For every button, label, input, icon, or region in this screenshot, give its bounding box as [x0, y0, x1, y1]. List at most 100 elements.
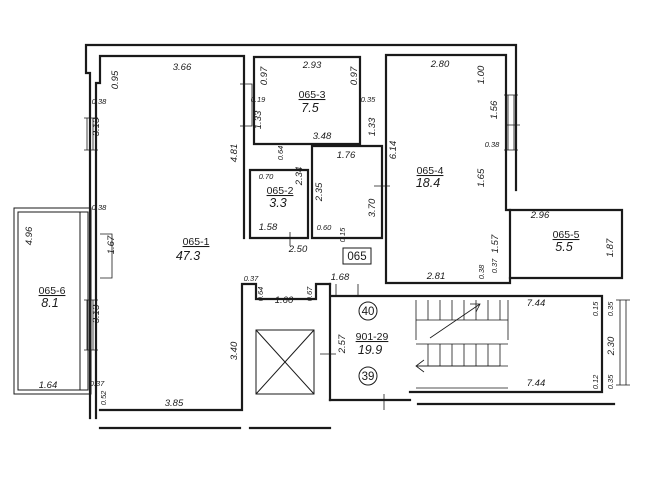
- room-065-2-wall: [248, 168, 310, 240]
- window-east-2: [616, 299, 630, 386]
- room-065-6-outline: [13, 207, 92, 395]
- dim-label: 2.96: [530, 210, 550, 221]
- dim-label: 0.67: [305, 286, 314, 301]
- dim-label: 3.13: [91, 117, 102, 136]
- dim-label: 2.57: [337, 334, 348, 354]
- dim-label: 0.38: [92, 97, 107, 106]
- dim-label: 1.76: [337, 150, 356, 161]
- room-065-4-id: 065-4: [417, 165, 444, 177]
- dim-label: 0.35: [606, 374, 615, 389]
- dim-label: 0.19: [251, 95, 266, 104]
- door-ticks: [289, 124, 520, 410]
- room-065-6-id: 065-6: [39, 285, 66, 297]
- room-065-3-area: 7.5: [301, 101, 318, 115]
- dim-label: 0.70: [259, 172, 274, 181]
- dim-label: 1.58: [259, 222, 278, 233]
- room-065-2-area: 3.3: [269, 196, 286, 210]
- outer-wall-north-inner: [94, 54, 246, 420]
- dim-label: 0.35: [606, 301, 615, 316]
- dim-label: 0.38: [92, 203, 107, 212]
- dim-label: 1.65: [476, 168, 487, 187]
- dim-label: 0.37: [244, 274, 259, 283]
- dim-label: 0.38: [477, 264, 486, 279]
- room-065-1-wall: [98, 282, 332, 412]
- dimensions-small: 0.38 0.38 0.37 0.37 0.19 0.35 0.70 0.60 …: [90, 95, 500, 388]
- dim-label: 1.00: [476, 65, 487, 84]
- dim-label: 1.68: [331, 272, 350, 283]
- dim-label: 1.56: [489, 100, 500, 119]
- outer-wall-north: [84, 43, 518, 420]
- dim-label: 3.13: [91, 304, 102, 323]
- room-065-5-area: 5.5: [555, 240, 572, 254]
- dim-label: 3.48: [313, 131, 332, 142]
- dim-label: 2.30: [606, 336, 617, 356]
- dim-label: 0.60: [317, 223, 332, 232]
- dim-label: 1.33: [253, 110, 264, 129]
- dim-label: 0.38: [485, 140, 500, 149]
- room-065-6-area: 8.1: [41, 296, 58, 310]
- windows: [84, 83, 630, 386]
- dim-label: 3.66: [173, 62, 192, 73]
- dim-label: 0.37: [90, 379, 105, 388]
- room-065-1-area: 47.3: [176, 249, 200, 263]
- dim-label: 2.34: [294, 167, 305, 187]
- dim-label: 3.40: [229, 341, 240, 360]
- apartment-number: 065: [347, 251, 366, 263]
- room-901-29-id: 901-29: [356, 331, 389, 343]
- dim-label: 2.50: [288, 244, 308, 255]
- window-east-1: [504, 94, 518, 151]
- room-065-1-id: 065-1: [183, 236, 210, 248]
- dim-label: 0.52: [99, 390, 108, 405]
- dim-label: 0.35: [361, 95, 376, 104]
- apartment-label: 065: [342, 247, 372, 265]
- mark-39: 39: [362, 371, 375, 383]
- dim-label: 2.35: [314, 182, 325, 202]
- dim-label: 7.44: [527, 378, 546, 389]
- dim-label: 1.57: [490, 234, 501, 253]
- dim-label: 0.15: [591, 301, 600, 316]
- lower-wall: [98, 398, 616, 430]
- room-901-29-wall: [328, 282, 604, 402]
- dim-label: 1.60: [275, 295, 294, 306]
- dim-label: 1.64: [39, 380, 58, 391]
- dim-label: 0.37: [490, 258, 499, 273]
- dim-label: 3.70: [367, 198, 378, 217]
- dim-label: 0.97: [259, 66, 270, 85]
- staircase: [415, 300, 509, 389]
- room-labels: 065-1 47.3 065-2 3.3 065-3 7.5 065-4 18.…: [39, 89, 580, 357]
- room-065-6-inner: [17, 211, 89, 391]
- room-901-29-area: 19.9: [358, 343, 382, 357]
- mark-40: 40: [362, 306, 375, 318]
- corridor-wall: [310, 144, 384, 240]
- shaft: [255, 329, 315, 395]
- dimensions-horizontal: 3.66 1.64 3.85 1.60 1.68 2.93 3.48 1.76 …: [39, 59, 550, 409]
- window-west-2: [84, 299, 98, 351]
- dim-label: 1.67: [106, 235, 117, 254]
- dim-label: 0.95: [110, 70, 121, 89]
- mark-circle-40: [358, 301, 378, 321]
- dim-label: 7.44: [527, 298, 546, 309]
- dim-label: 2.81: [426, 271, 446, 282]
- wall-recess-1: [240, 83, 253, 127]
- room-065-5-id: 065-5: [553, 229, 580, 241]
- dimensions-vertical: 0.95 3.13 1.67 4.96 3.13 3.40 4.81 0.97 …: [24, 65, 617, 360]
- room-065-3-id: 065-3: [299, 89, 326, 101]
- dim-label: 0.12: [591, 374, 600, 389]
- room-065-4-area: 18.4: [416, 176, 440, 190]
- room-065-2-id: 065-2: [267, 185, 294, 197]
- dim-label: 0.97: [349, 66, 360, 85]
- dim-label: 2.80: [430, 59, 450, 70]
- dim-label: 6.14: [388, 141, 399, 160]
- window-west-1: [84, 117, 98, 151]
- dim-label: 1.33: [367, 117, 378, 136]
- mark-circle-39: [358, 366, 378, 386]
- room-065-3-wall: [252, 55, 362, 146]
- room-065-5-wall: [508, 208, 624, 280]
- dim-label: 1.87: [605, 238, 616, 257]
- stair-markers: 40 39: [358, 301, 378, 386]
- apartment-label-box: [342, 247, 372, 265]
- walls: [13, 43, 624, 430]
- dim-label: 0.15: [338, 227, 347, 242]
- dimensions-vertical-small: 0.52 0.64 0.67 0.64 0.15 0.38 0.37 0.15 …: [99, 146, 615, 406]
